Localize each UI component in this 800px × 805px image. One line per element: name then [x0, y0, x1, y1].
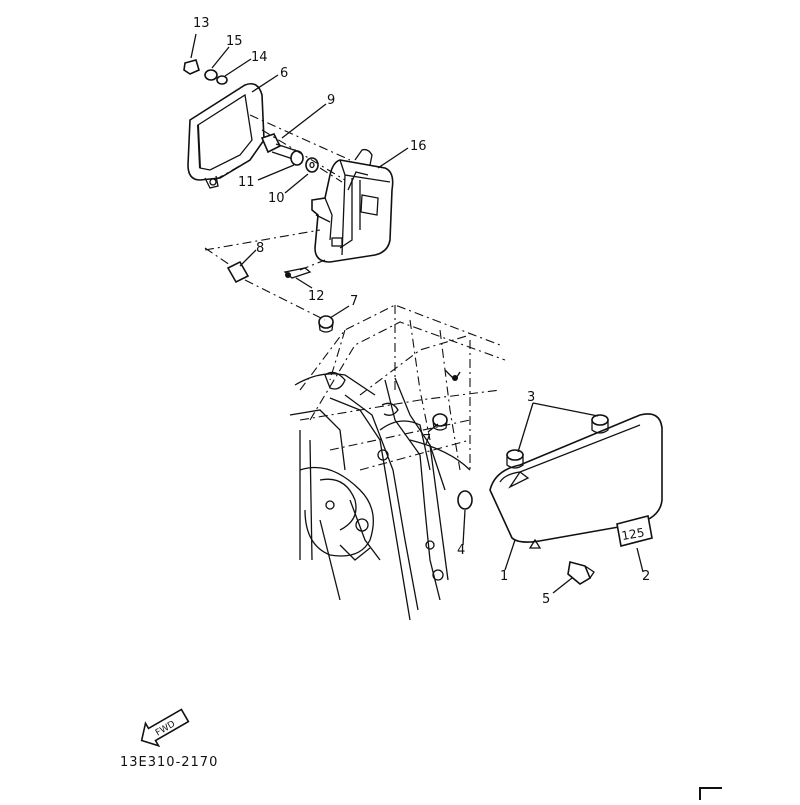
corner-mark	[699, 787, 722, 800]
clip-12	[283, 267, 312, 279]
washer-4	[457, 490, 473, 510]
drawing-code: 13E310-2170	[120, 755, 218, 770]
callout-6: 6	[280, 66, 288, 81]
frame	[289, 304, 506, 621]
callout-5: 5	[542, 592, 550, 607]
side-cover	[489, 413, 663, 549]
callout-2: 2	[642, 569, 650, 584]
callout-14: 14	[251, 50, 268, 65]
washer-15	[204, 69, 218, 81]
callout-15: 15	[226, 34, 243, 49]
grommet-lower	[506, 449, 524, 469]
callout-10: 10	[268, 191, 285, 206]
callouts: 13 15 14 6 9 16 11 10 8 12 7 7 3 4 1 2 5	[193, 16, 650, 607]
callout-13: 13	[193, 16, 210, 31]
box-cover	[187, 82, 265, 189]
leader-lines	[190, 33, 644, 594]
callout-11: 11	[238, 175, 255, 190]
damper-lower	[432, 413, 448, 431]
grommet-upper	[591, 414, 609, 434]
screw	[567, 561, 595, 585]
damper-upper	[318, 315, 334, 333]
callout-9: 9	[327, 93, 335, 108]
washer-14	[216, 75, 228, 85]
emblem-plate: 125	[616, 515, 653, 547]
callout-7-upper: 7	[350, 294, 358, 309]
callout-16: 16	[410, 139, 427, 154]
callout-12: 12	[308, 289, 325, 304]
fwd-label: FWD	[154, 719, 177, 738]
callout-1: 1	[500, 569, 508, 584]
fwd-arrow: FWD	[140, 708, 190, 748]
collar-8	[226, 260, 250, 284]
callout-8: 8	[256, 241, 264, 256]
nut-13	[183, 59, 200, 75]
callout-4: 4	[457, 543, 465, 558]
callout-3: 3	[527, 390, 535, 405]
emblem-text: 125	[621, 525, 646, 543]
callout-7-lower: 7	[423, 433, 431, 448]
